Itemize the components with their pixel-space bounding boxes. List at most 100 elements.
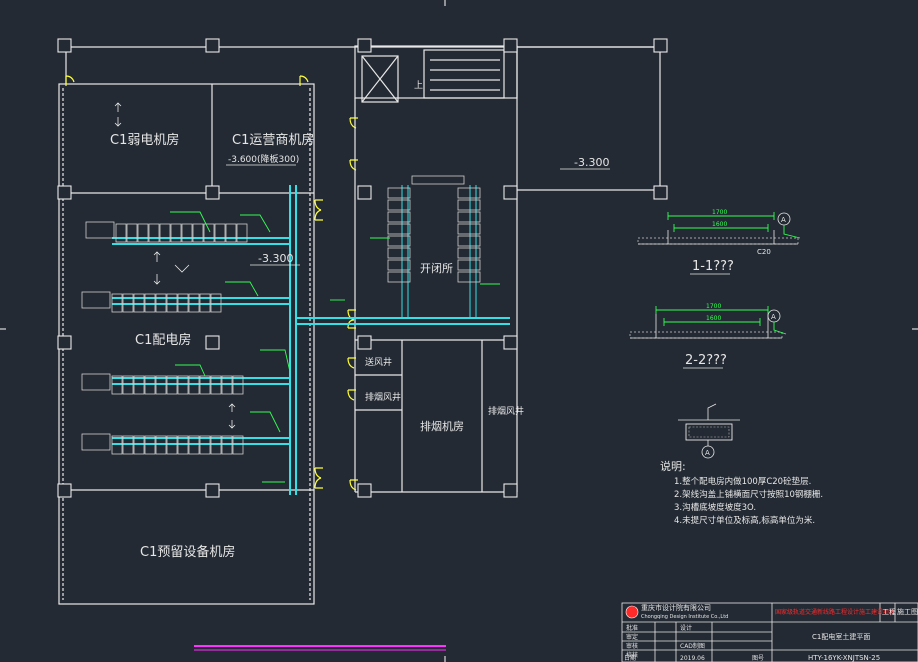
note-item: 2.架线沟盖上铺横面尺寸按照10钢棚栅. — [674, 489, 823, 500]
switchgear-cabinet — [155, 293, 167, 313]
title-block — [621, 602, 918, 662]
switch-room-cabinet — [457, 235, 481, 247]
section-2-title: 2-2??? — [685, 353, 727, 368]
switch-room-cabinet — [387, 199, 411, 211]
section-1-title: 1-1??? — [692, 259, 734, 274]
switchgear-cabinet — [159, 223, 171, 243]
title-row-key: 审定 — [626, 633, 638, 641]
section-2-axis: A — [771, 313, 776, 321]
date-value: 2019.06 — [680, 655, 705, 662]
switchgear-cabinet — [192, 223, 204, 243]
switch-room-cabinet — [387, 223, 411, 235]
drawing-number: HTY-16YK-XNJTSN-25 — [808, 654, 880, 662]
switchgear-cabinet — [203, 223, 215, 243]
switchgear-cabinet — [122, 293, 134, 313]
switchgear-cabinet — [214, 223, 226, 243]
switch-room-cabinet — [387, 271, 411, 283]
switch-room-cabinet — [387, 235, 411, 247]
switchgear-cabinet — [137, 223, 149, 243]
room-label-exhaust: 排烟机房 — [420, 419, 464, 433]
switch-room-cabinet — [387, 187, 411, 199]
switchgear-cabinet — [111, 375, 123, 395]
room-label-small-2: 排烟风井 — [365, 391, 401, 403]
switch-room-cabinet — [387, 247, 411, 259]
switchgear-cabinet — [210, 375, 222, 395]
switchgear-cabinet — [166, 435, 178, 455]
switchgear-cabinet — [199, 293, 211, 313]
switchgear-cabinet — [232, 435, 244, 455]
note-item: 1.整个配电房内做100厚C20砼垫层. — [674, 476, 811, 487]
doors — [65, 75, 358, 491]
notes-list: 1.整个配电房内做100厚C20砼垫层. 2.架线沟盖上铺横面尺寸按照10钢棚栅.… — [674, 476, 823, 526]
switchgear-cabinet — [177, 375, 189, 395]
switchgear-cabinet — [111, 435, 123, 455]
stage-label: 施工图 — [897, 607, 918, 616]
switchgear-cabinet — [133, 435, 145, 455]
section-1-dim-total: 1700 — [712, 209, 727, 216]
switchgear-cabinet — [210, 435, 222, 455]
section-1-1-detail — [637, 212, 801, 245]
switchgear-cabinet — [133, 293, 145, 313]
title-row-key2: 设计 — [680, 624, 692, 632]
switch-room-cabinet — [457, 259, 481, 271]
switchgear-cabinet — [225, 223, 237, 243]
switchgear-cabinet — [232, 375, 244, 395]
panel-label-box — [81, 433, 111, 451]
switchgear-cabinet — [144, 435, 156, 455]
left-block-walls — [58, 46, 660, 605]
switchgear-cabinet — [144, 375, 156, 395]
switchgear-cabinet — [170, 223, 182, 243]
trench-detail — [678, 403, 740, 459]
room-label-c1-power: C1配电房 — [135, 332, 191, 348]
switch-room-header — [411, 175, 465, 185]
switchgear-cabinet — [122, 375, 134, 395]
door-swing-arrows — [114, 102, 236, 429]
switch-room-cabinet — [457, 199, 481, 211]
switchgear-cabinet — [122, 435, 134, 455]
switchgear-cabinet — [221, 375, 233, 395]
detail-axis: A — [705, 449, 710, 457]
scale-label: 图号 — [752, 655, 764, 662]
structural-columns — [57, 38, 668, 498]
room-label-shaft: 排烟风井 — [488, 405, 524, 417]
elevation-label-1: -3.300 — [258, 252, 293, 265]
project-name: 国家级轨道交通新线路工程设计施工建设项目 — [775, 608, 895, 616]
note-item: 3.沟槽底坡度坡度3O. — [674, 502, 756, 513]
switchgear-rows — [81, 175, 481, 455]
panel-label-box — [81, 373, 111, 391]
section-1-axis: A — [781, 216, 786, 224]
title-row-key: 批准 — [626, 624, 638, 632]
room-label-switch-room: 开闭所 — [420, 262, 453, 275]
switchgear-cabinet — [177, 293, 189, 313]
project-label: 工程 — [882, 607, 896, 616]
switchgear-cabinet — [133, 375, 145, 395]
switchgear-cabinet — [188, 435, 200, 455]
leader-lines — [170, 211, 500, 483]
section-1-slab-label: C20 — [757, 248, 771, 256]
room-label-small-1: 送风井 — [365, 356, 392, 368]
switchgear-cabinet — [166, 293, 178, 313]
switchgear-cabinet — [181, 223, 193, 243]
switchgear-cabinet — [155, 375, 167, 395]
company-name-en: Chongqing Design Institute Co.,Ltd — [641, 614, 728, 620]
switchgear-cabinet — [126, 223, 138, 243]
switch-room-cabinet — [387, 259, 411, 271]
title-row-key: 审核 — [626, 642, 638, 650]
title-row-key: 校核 — [626, 651, 638, 659]
panel-label-box — [81, 291, 111, 309]
title-row-key2: CAD制图 — [680, 642, 705, 650]
panel-label-box — [85, 221, 115, 239]
note-item: 4.未提尺寸单位及标高,标高单位为米. — [674, 515, 815, 526]
switchgear-cabinet — [115, 223, 127, 243]
section-2-2-detail — [629, 306, 787, 339]
switch-room-cabinet — [457, 211, 481, 223]
company-name: 重庆市设计院有限公司 — [641, 603, 711, 612]
switch-room-cabinet — [457, 187, 481, 199]
date-label: 日期 — [624, 654, 636, 662]
switchgear-cabinet — [188, 375, 200, 395]
switchgear-cabinet — [166, 375, 178, 395]
room-label-c1-operator: C1运营商机房 — [232, 132, 314, 148]
drawing-title: C1配电室土建平面 — [812, 632, 870, 641]
